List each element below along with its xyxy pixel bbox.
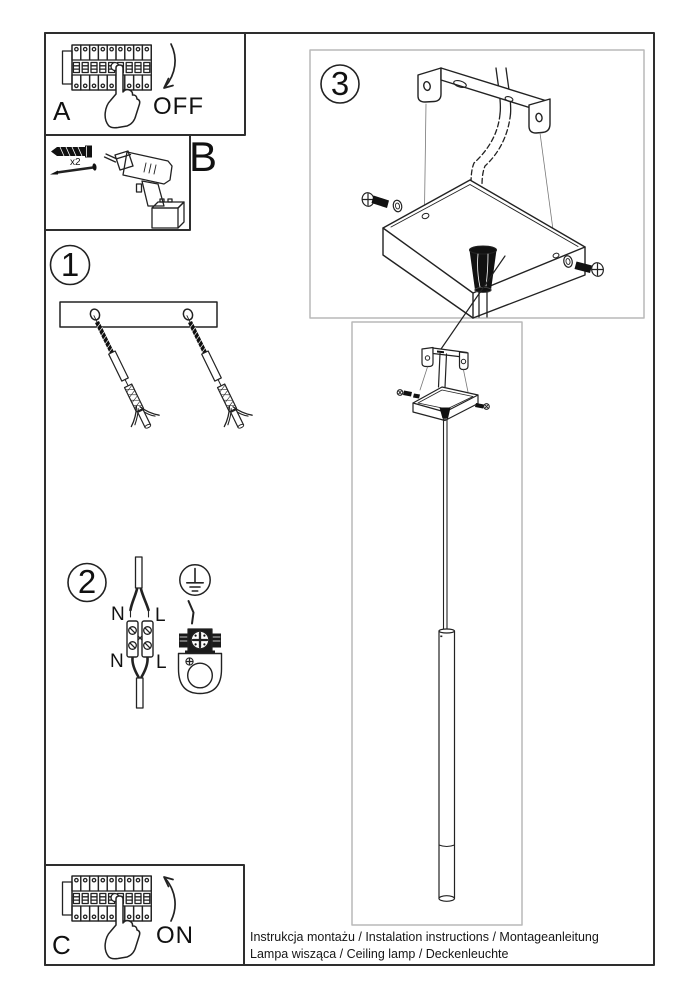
step-c-label: C [52, 930, 71, 960]
footer-line-1: Instrukcja montażu / Instalation instruc… [250, 930, 599, 944]
outer-frame [44, 32, 655, 966]
breaker-panel-icon [63, 45, 152, 90]
ground-symbol-icon [179, 564, 211, 596]
box-c-frame [44, 864, 245, 966]
canopy-screw-left-icon [361, 192, 403, 213]
wall-plug-icon [51, 145, 92, 158]
step2-circle [67, 562, 107, 603]
ground-terminal-icon [177, 600, 223, 695]
leader-line [439, 255, 506, 352]
anchor-assembly-left-icon [79, 308, 163, 435]
wire-label-l-bottom: L [156, 652, 167, 673]
footer-caption: Instrukcja montażu / Instalation instruc… [250, 929, 599, 962]
lamp-cable [442, 418, 448, 630]
wire-label-l-top: L [155, 605, 166, 626]
arrow-down-icon [163, 43, 176, 89]
mounting-bracket-3d-icon [417, 67, 557, 253]
step1-circle [49, 244, 91, 286]
step3-circle [320, 64, 360, 104]
step3-panel-frame [309, 49, 645, 319]
anchor-quantity: x2 [70, 157, 81, 168]
box-b-frame [44, 134, 191, 231]
arrow-up-icon [163, 876, 176, 922]
step-a-label: A [53, 96, 71, 126]
lamp-screw-right-icon [475, 403, 490, 410]
drill-icon [103, 150, 185, 229]
lamp-panel-frame [351, 321, 523, 926]
step-1-number: 1 [60, 246, 80, 283]
step-3-number: 3 [330, 65, 350, 102]
step-b-label: B [189, 133, 218, 180]
wiring-diagram-icon [126, 556, 154, 709]
step-a-action: OFF [153, 93, 204, 120]
lamp-bracket-icon [419, 346, 469, 393]
lamp-grip-icon [439, 407, 451, 419]
cable-grip-cone-icon [468, 245, 498, 318]
wire-label-n-top: N [111, 604, 125, 625]
canopy-screw-right-icon [563, 255, 604, 277]
pendant-tube-icon [438, 628, 456, 902]
lamp-screw-left-icon [396, 389, 420, 399]
anchor-assembly-right-icon [172, 308, 256, 435]
step-2-number: 2 [77, 563, 97, 600]
footer-line-2: Lampa wisząca / Ceiling lamp / Deckenleu… [250, 946, 509, 961]
step-c-action: ON [156, 922, 194, 949]
breaker-panel-icon-c [63, 876, 152, 921]
wire-label-n-bottom: N [110, 651, 124, 672]
screw-icon [50, 163, 97, 175]
mounting-strip-icon [59, 301, 218, 328]
